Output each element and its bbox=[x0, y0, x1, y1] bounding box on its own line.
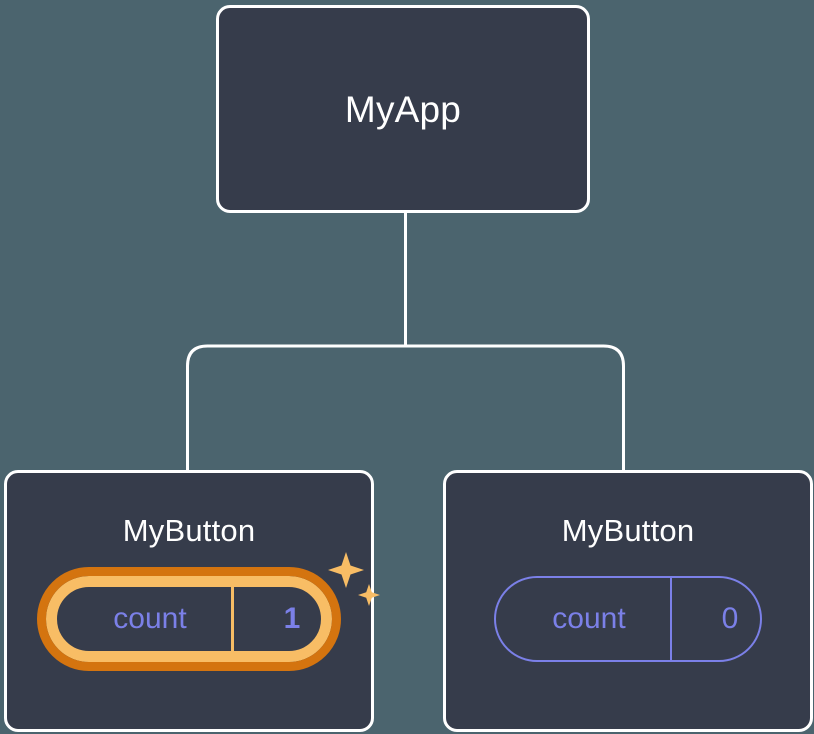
sparkle-small-icon bbox=[358, 584, 380, 606]
node-mybutton-left-title: MyButton bbox=[122, 513, 256, 548]
state-pill-wrapper-right: count 0 bbox=[494, 576, 762, 662]
state-value-right: 0 bbox=[670, 578, 796, 660]
node-myapp-title: MyApp bbox=[344, 88, 462, 130]
node-mybutton-right[interactable]: MyButton count 0 bbox=[443, 470, 813, 732]
state-key-right: count bbox=[552, 602, 626, 635]
node-myapp[interactable]: MyApp bbox=[216, 5, 590, 213]
state-value-left: 1 bbox=[231, 587, 358, 651]
sparkle-large-icon bbox=[328, 552, 364, 588]
state-pill-left[interactable]: count 1 bbox=[37, 567, 341, 671]
state-pill-wrapper-left: count 1 bbox=[37, 552, 380, 671]
state-pill-right[interactable]: count 0 bbox=[494, 576, 762, 662]
connector-branch-bar bbox=[186, 344, 625, 470]
node-mybutton-left[interactable]: MyButton count 1 bbox=[4, 470, 380, 732]
node-mybutton-right-title: MyButton bbox=[561, 513, 695, 548]
state-key-left: count bbox=[113, 602, 187, 635]
